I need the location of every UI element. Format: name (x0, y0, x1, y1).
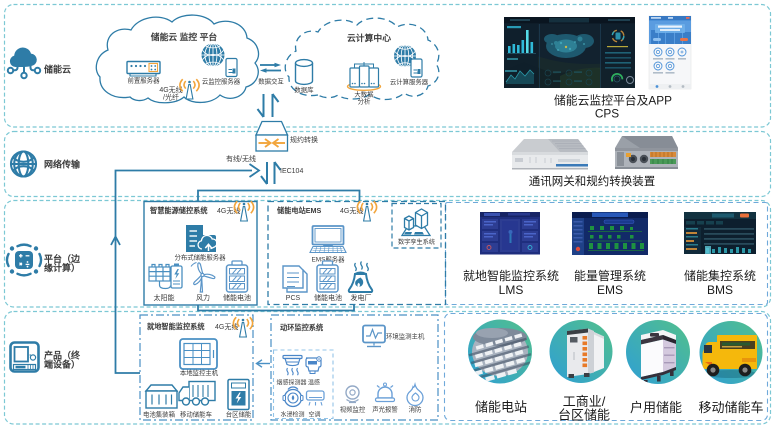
svg-text:智慧能源储控系统: 智慧能源储控系统 (150, 206, 208, 215)
svg-text:有线/无线: 有线/无线 (226, 154, 256, 163)
svg-text:视频监控: 视频监控 (340, 405, 366, 414)
svg-text:通讯网关和规约转换装置: 通讯网关和规约转换装置 (529, 174, 656, 188)
svg-text:户用储能: 户用储能 (630, 400, 682, 415)
svg-text:缘计算）: 缘计算） (44, 262, 80, 273)
svg-text:前置服务器: 前置服务器 (128, 76, 161, 85)
svg-text:规约转换: 规约转换 (290, 135, 318, 144)
svg-text:储能电池: 储能电池 (223, 293, 251, 302)
svg-text:数据库: 数据库 (294, 85, 314, 94)
svg-text:网络传输: 网络传输 (44, 159, 81, 170)
svg-text:风力: 风力 (196, 293, 210, 302)
svg-text:4G无线: 4G无线 (215, 322, 238, 331)
svg-text:储能集控系统: 储能集控系统 (684, 268, 756, 283)
svg-text:4G无线: 4G无线 (217, 206, 240, 215)
svg-text:本地监控主机: 本地监控主机 (180, 368, 219, 377)
svg-text:EMS: EMS (597, 283, 623, 297)
svg-text:平台（边: 平台（边 (44, 253, 81, 264)
svg-text:端设备）: 端设备） (44, 359, 80, 370)
svg-text:太阳能: 太阳能 (154, 293, 175, 302)
svg-text:LMS: LMS (499, 283, 524, 297)
svg-text:储能电站: 储能电站 (475, 400, 527, 415)
svg-text:台区储能: 台区储能 (558, 408, 610, 423)
svg-text:环境监测主机: 环境监测主机 (386, 332, 425, 341)
svg-text:产品（终: 产品（终 (44, 350, 81, 361)
svg-text:移动储能车: 移动储能车 (698, 400, 763, 415)
svg-text:储能电站EMS: 储能电站EMS (276, 206, 322, 215)
svg-text:分布式储能服务器: 分布式储能服务器 (174, 253, 226, 262)
svg-text:烟感探测器: 烟感探测器 (276, 379, 306, 387)
svg-text:/光纤: /光纤 (163, 93, 179, 102)
svg-text:EMS服务器: EMS服务器 (311, 255, 345, 264)
svg-text:能量管理系统: 能量管理系统 (574, 268, 646, 283)
svg-text:声光报警: 声光报警 (372, 405, 398, 414)
svg-text:储能云 监控 平台: 储能云 监控 平台 (151, 31, 218, 42)
svg-text:IEC104: IEC104 (280, 168, 303, 175)
svg-text:大数据: 大数据 (354, 90, 374, 99)
svg-text:储能云监控平台及APP: 储能云监控平台及APP (554, 94, 672, 108)
svg-text:数字孪生系统: 数字孪生系统 (398, 238, 435, 246)
svg-text:空调: 空调 (308, 411, 320, 419)
svg-text:分析: 分析 (358, 97, 371, 106)
svg-text:BMS: BMS (707, 283, 733, 297)
svg-text:PCS: PCS (286, 295, 301, 302)
svg-text:温感: 温感 (308, 379, 320, 387)
svg-text:云监控服务器: 云监控服务器 (202, 77, 241, 86)
svg-text:消防: 消防 (409, 405, 422, 414)
svg-text:4G无线: 4G无线 (340, 206, 363, 215)
svg-text:移动储能车: 移动储能车 (180, 410, 213, 419)
svg-text:就地智能监控系统: 就地智能监控系统 (147, 322, 205, 331)
svg-text:发电厂: 发电厂 (351, 293, 372, 302)
svg-text:CPS: CPS (595, 107, 619, 121)
svg-text:工商业/: 工商业/ (563, 394, 606, 409)
svg-text:水浸检测: 水浸检测 (280, 411, 304, 419)
svg-text:4G无线: 4G无线 (159, 85, 182, 94)
svg-text:电池集装箱: 电池集装箱 (143, 410, 176, 419)
svg-text:储能电池: 储能电池 (314, 293, 342, 302)
svg-text:就地智能监控系统: 就地智能监控系统 (463, 268, 559, 283)
svg-text:储能云: 储能云 (44, 64, 71, 75)
svg-text:云计算服务器: 云计算服务器 (390, 77, 429, 86)
svg-text:台区储能: 台区储能 (226, 410, 252, 419)
svg-text:云计算中心: 云计算中心 (347, 32, 391, 43)
svg-text:数据交互: 数据交互 (258, 77, 284, 86)
svg-text:动环监控系统: 动环监控系统 (280, 323, 324, 332)
